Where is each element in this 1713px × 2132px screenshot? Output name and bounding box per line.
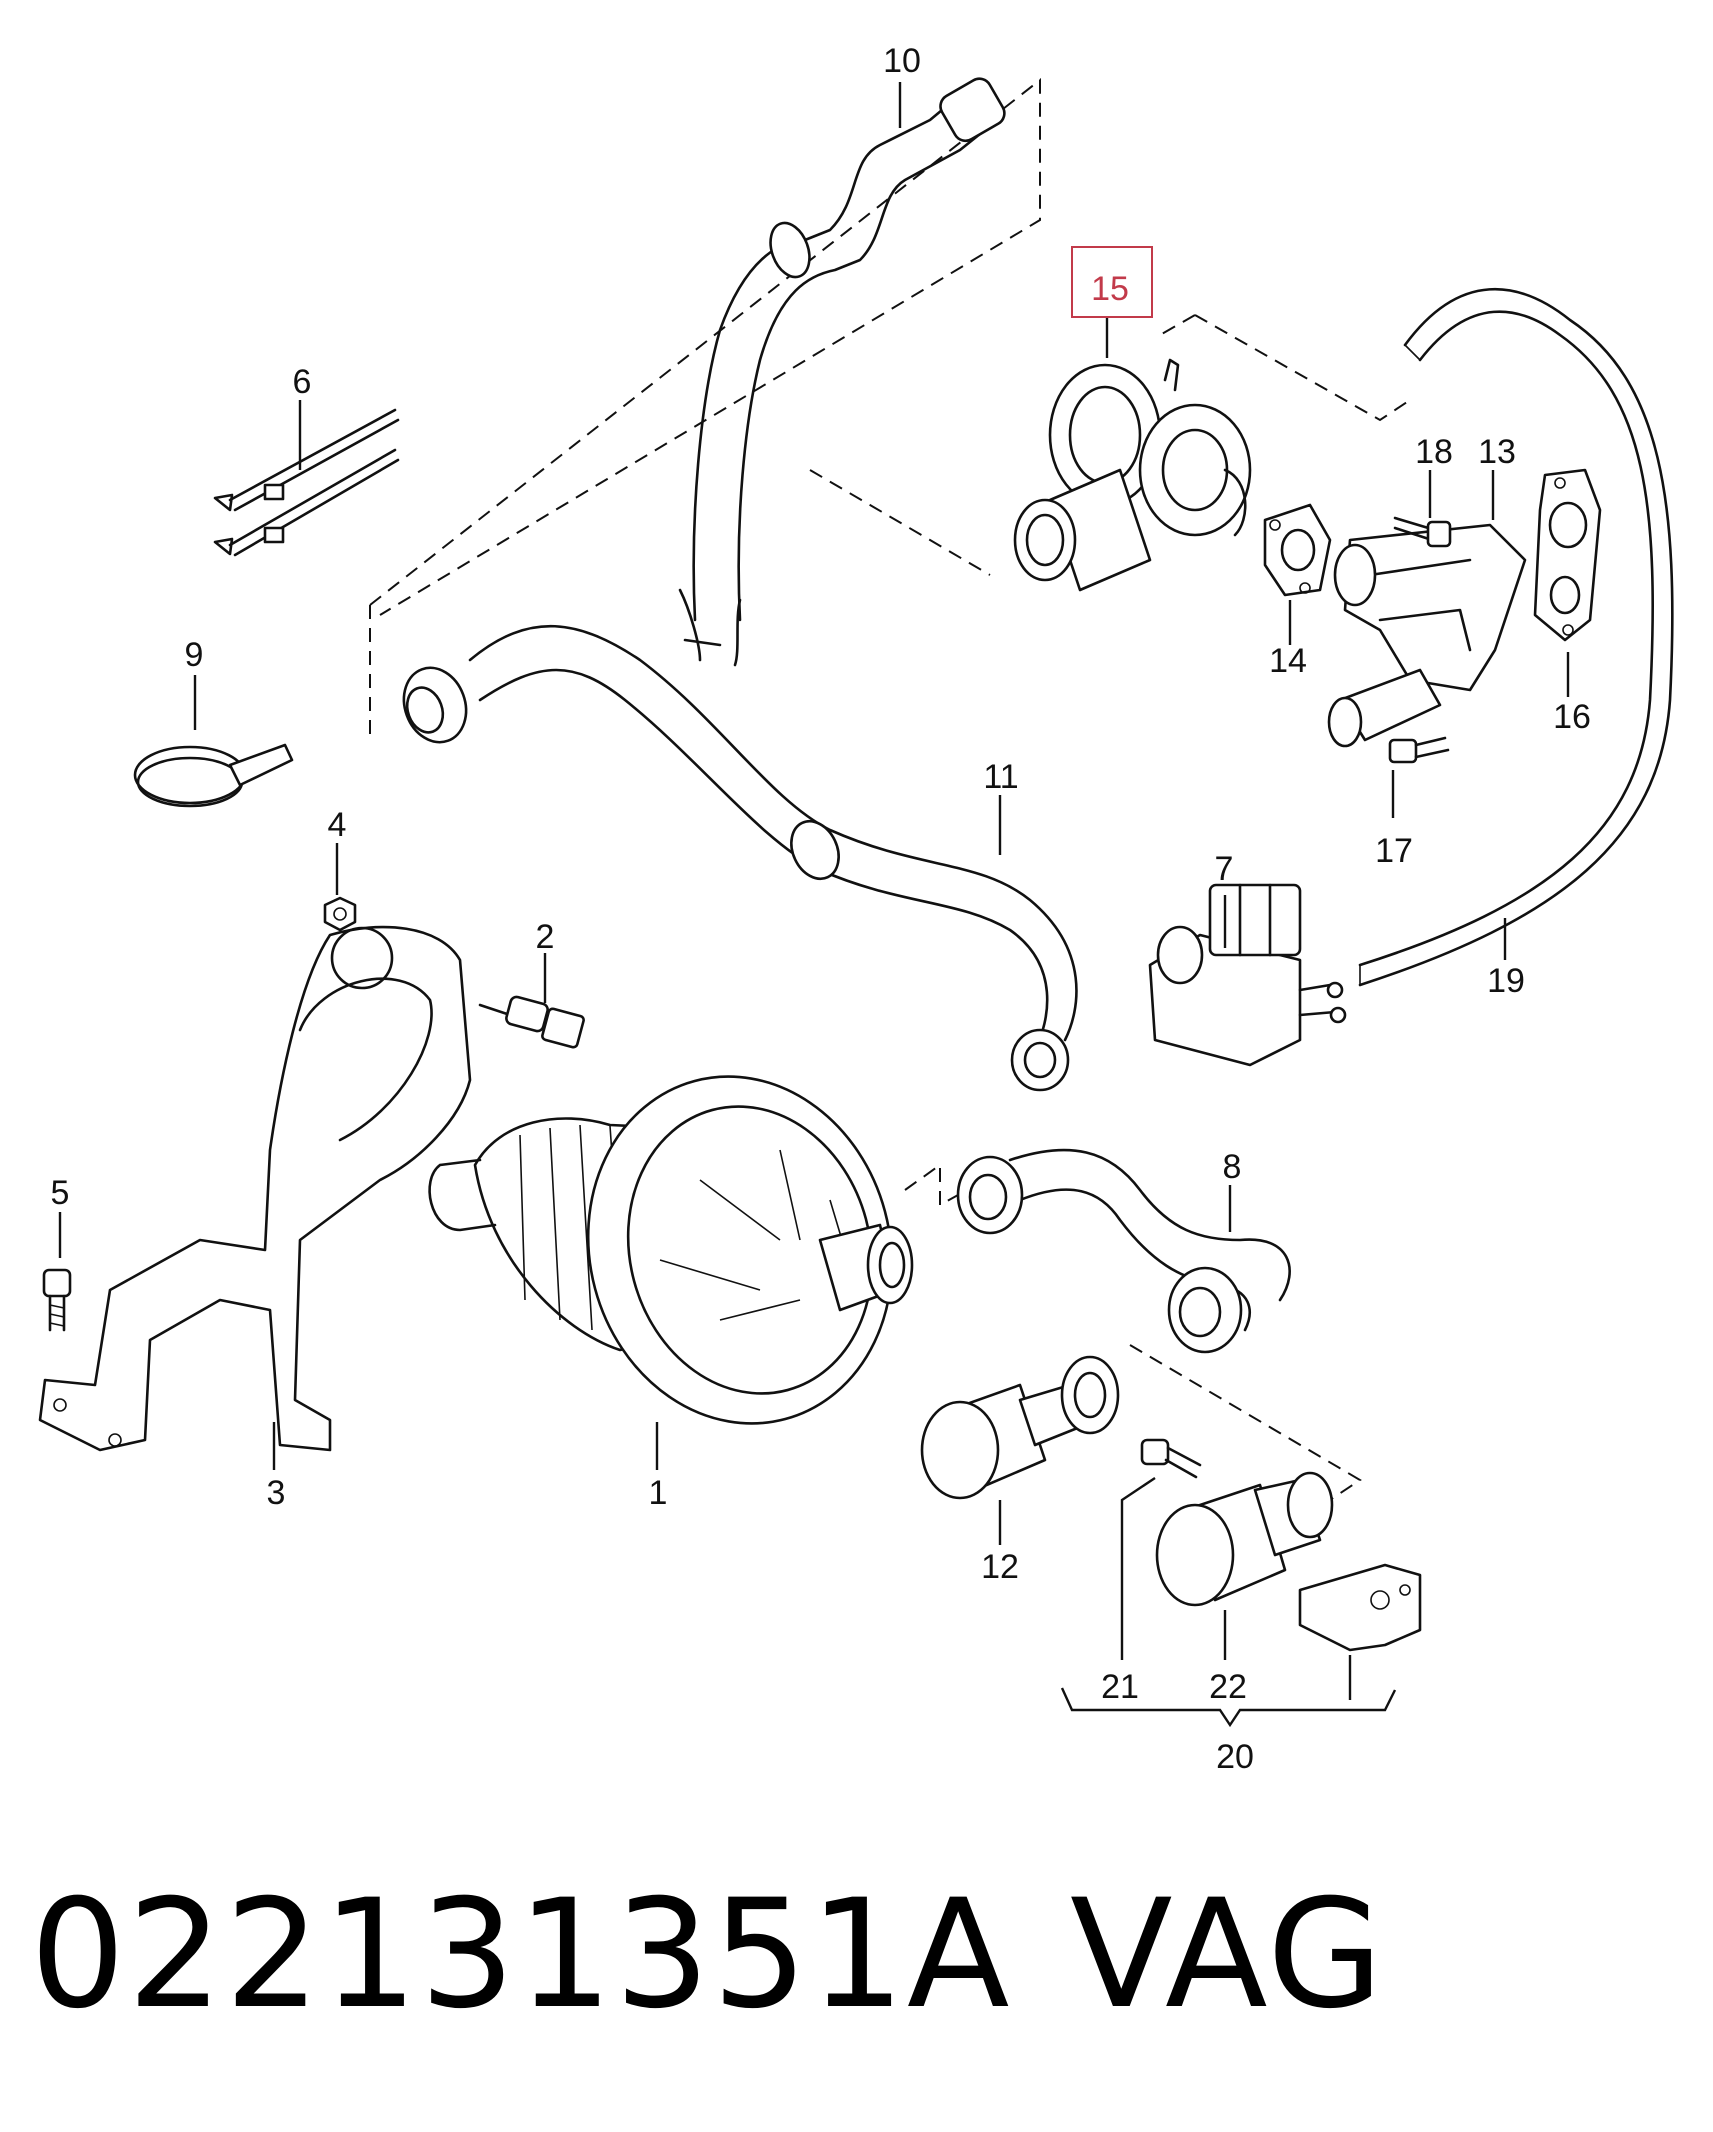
part-16-gasket (1533, 468, 1602, 642)
part-15-combination-valve (1013, 358, 1252, 592)
part-4-nut (323, 896, 357, 932)
callout-7: 7 (1215, 850, 1234, 888)
callout-8: 8 (1223, 1148, 1242, 1186)
callout-19: 19 (1487, 962, 1525, 1000)
part-21-bolt (1140, 1438, 1202, 1479)
callout-18: 18 (1415, 433, 1453, 471)
part-14-gasket (1263, 503, 1332, 597)
part-11-long-hose (402, 624, 1078, 1092)
callout-22: 22 (1209, 1668, 1247, 1706)
part-20-bracket (1298, 1563, 1422, 1652)
callout-21: 21 (1101, 1668, 1139, 1706)
leader-lines (58, 82, 1570, 1728)
part-13-connecting-pipe (1327, 523, 1527, 748)
callout-13: 13 (1478, 433, 1516, 471)
part-8-elbow-hose (956, 1148, 1291, 1354)
callout-11: 11 (983, 758, 1018, 796)
callout-16: 16 (1553, 698, 1591, 736)
callout-17: 17 (1375, 832, 1413, 870)
part-22-valve (1155, 1471, 1334, 1607)
part-9-hose-clamp (133, 743, 294, 808)
part-17-bolt (1388, 736, 1450, 764)
part-1-air-pump (428, 1075, 914, 1425)
callout-2: 2 (536, 918, 555, 956)
callout-15-highlight-box (1071, 246, 1153, 318)
part-12-non-return-valve (920, 1355, 1120, 1500)
callout-9: 9 (185, 636, 204, 674)
callout-15: 15 (1091, 270, 1129, 308)
callout-3: 3 (267, 1474, 286, 1512)
part-number-label: 022131351A (30, 1868, 1012, 2042)
callout-12: 12 (981, 1548, 1019, 1586)
part-5-bolt (42, 1268, 72, 1332)
callout-5: 5 (51, 1174, 70, 1212)
callout-10: 10 (883, 42, 921, 80)
part-18-bolt (1393, 516, 1452, 548)
part-7-solenoid-valve (1148, 883, 1347, 1067)
callout-6: 6 (293, 363, 312, 401)
assembly-boundary-upper (369, 77, 1041, 735)
callout-4: 4 (328, 806, 347, 844)
part-19-vacuum-hose (1358, 287, 1674, 987)
callout-14: 14 (1269, 642, 1307, 680)
part-6-cable-ties (213, 408, 400, 557)
callout-20: 20 (1216, 1738, 1254, 1776)
part-2-sensor (478, 995, 585, 1049)
assembly-boundary-valve (809, 314, 1411, 576)
assembly-boundary-lower (904, 1163, 1362, 1501)
brand-label: VAG (1070, 1868, 1386, 2042)
part-10-upper-hose (678, 77, 1006, 667)
part-3-bracket (38, 925, 472, 1452)
callout-1: 1 (649, 1474, 668, 1512)
